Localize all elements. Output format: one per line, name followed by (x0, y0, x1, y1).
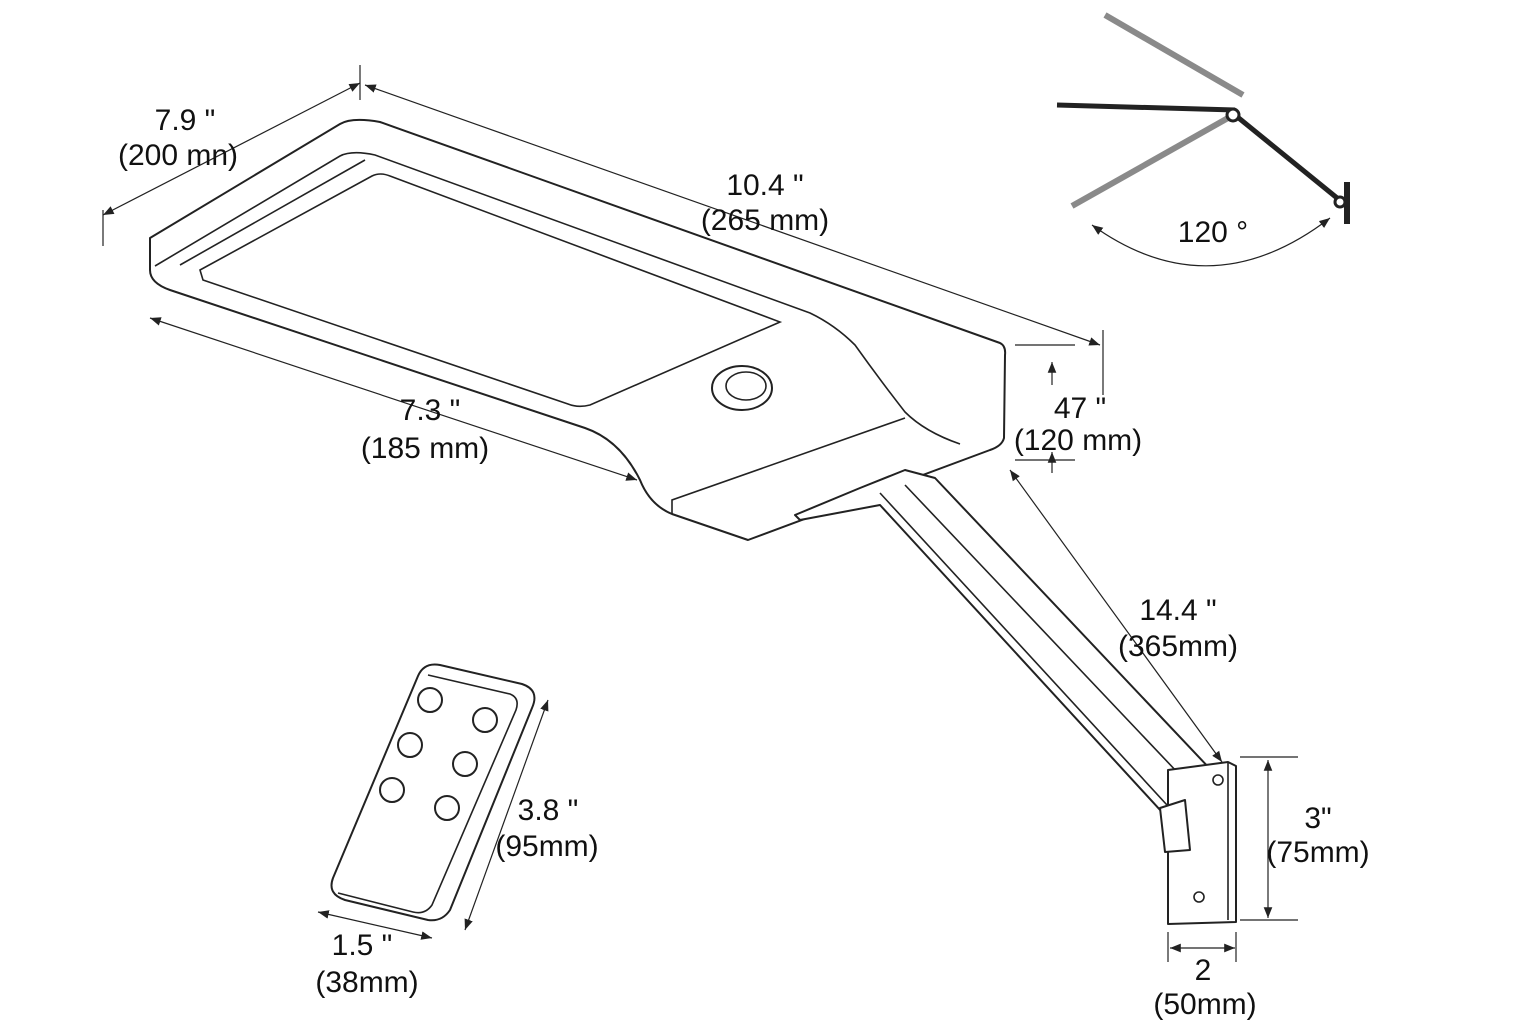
dimension-labels: 7.9 " (200 mn) 10.4 " (265 mm) 7.3 " (18… (118, 104, 1370, 1021)
bracket-width-mm-label: (50mm) (1153, 988, 1256, 1021)
wall-bracket (1159, 761, 1237, 925)
light-body (149, 118, 1007, 541)
remote-width-inch-label: 1.5 " (332, 929, 393, 962)
remote-length-mm-label: (95mm) (495, 830, 598, 863)
height-mm-label: (120 mm) (1014, 424, 1142, 457)
panel-inch-label: 7.3 " (400, 394, 461, 427)
angle-label: 120 ° (1178, 216, 1248, 249)
arm-mm-label: (365mm) (1118, 630, 1238, 663)
arm-inch-label: 14.4 " (1139, 594, 1216, 627)
motion-sensor (711, 365, 773, 411)
remote-length-inch-label: 3.8 " (518, 794, 579, 827)
bracket-height-mm-label: (75mm) (1266, 836, 1369, 869)
bracket-height-inch-label: 3" (1304, 802, 1331, 835)
width-mm-label: (200 mn) (118, 139, 238, 172)
height-inch-label: 47 " (1054, 392, 1106, 425)
width-inch-label: 7.9 " (155, 104, 216, 137)
length-mm-label: (265 mm) (701, 204, 829, 237)
bracket-width-inch-label: 2 (1195, 954, 1212, 987)
panel-mm-label: (185 mm) (361, 432, 489, 465)
remote-width-mm-label: (38mm) (315, 966, 418, 999)
length-inch-label: 10.4 " (726, 169, 803, 202)
remote-control (330, 663, 536, 922)
dimension-lines (102, 65, 1298, 962)
